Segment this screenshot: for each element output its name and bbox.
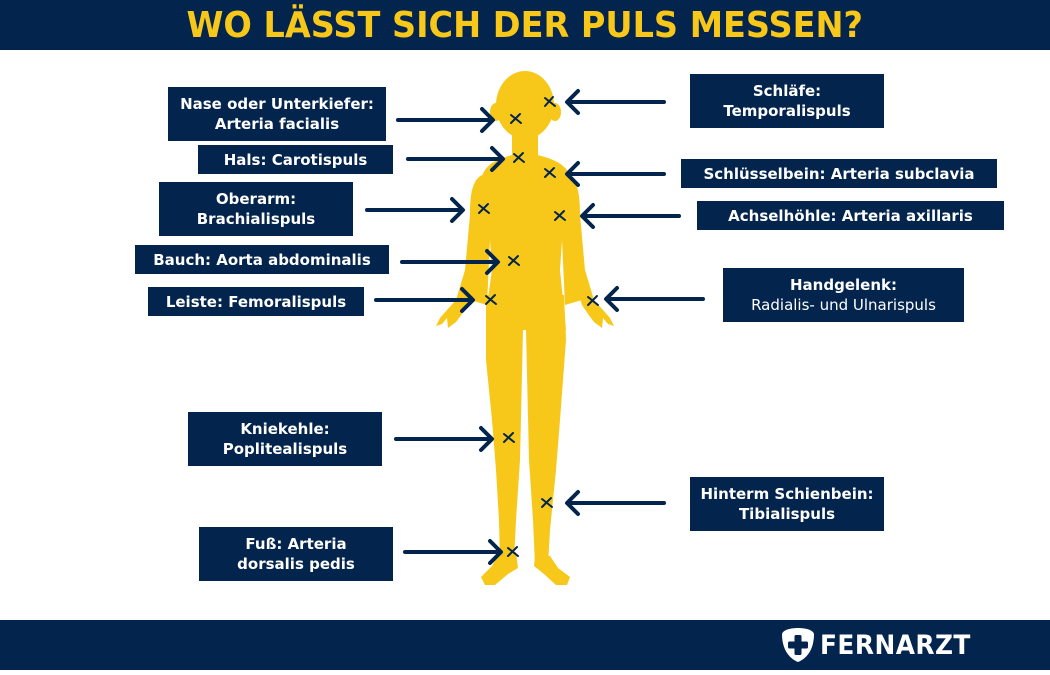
label-temporalispuls: Schläfe: Temporalispuls bbox=[690, 74, 884, 128]
label-femoralispuls: Leiste: Femoralispuls bbox=[148, 287, 364, 316]
label-line: Leiste: Femoralispuls bbox=[165, 292, 347, 311]
label-arteria-axillaris: Achselhöhle: Arteria axillaris bbox=[697, 201, 1004, 230]
label-line: Fuß: Arteria bbox=[245, 535, 347, 553]
label-line: Tibialispuls bbox=[738, 505, 836, 523]
label-line: Achselhöhle: Arteria axillaris bbox=[728, 206, 973, 225]
label-line: Brachialispuls bbox=[196, 210, 316, 228]
label-line: Bauch: Aorta abdominalis bbox=[153, 250, 371, 269]
label-line: Arteria facialis bbox=[214, 115, 340, 133]
label-carotispuls: Hals: Carotispuls bbox=[198, 145, 393, 174]
label-line: Handgelenk: bbox=[790, 276, 897, 294]
brand-logo: FERNARZT bbox=[780, 626, 984, 664]
label-line: dorsalis pedis bbox=[237, 555, 355, 573]
label-tibialispuls: Hinterm Schienbein: Tibialispuls bbox=[690, 477, 884, 531]
label-line: Temporalispuls bbox=[723, 102, 851, 120]
header-banner: WO LÄSST SICH DER PULS MESSEN? bbox=[0, 0, 1050, 50]
pulse-markers bbox=[478, 96, 599, 557]
footer-banner: FERNARZT bbox=[0, 620, 1050, 670]
label-line: Schlüsselbein: Arteria subclavia bbox=[703, 164, 975, 183]
brand-name: FERNARZT bbox=[820, 629, 971, 661]
label-line: Oberarm: bbox=[215, 190, 297, 208]
label-aorta-abdominalis: Bauch: Aorta abdominalis bbox=[135, 245, 389, 274]
label-line: Kniekehle: bbox=[240, 420, 330, 438]
shield-cross-icon bbox=[782, 628, 815, 662]
body-silhouette bbox=[436, 71, 614, 585]
label-brachialispuls: Oberarm: Brachialispuls bbox=[159, 182, 353, 236]
label-line: Radialis- und Ulnarispuls bbox=[751, 296, 936, 314]
label-dorsalis-pedis: Fuß: Arteria dorsalis pedis bbox=[199, 527, 393, 581]
label-line: Schläfe: bbox=[752, 82, 822, 100]
label-poplitealispuls: Kniekehle: Poplitealispuls bbox=[188, 412, 382, 466]
label-arteria-subclavia: Schlüsselbein: Arteria subclavia bbox=[681, 159, 997, 188]
label-radialis-ulnarispuls: Handgelenk: Radialis- und Ulnarispuls bbox=[723, 268, 964, 322]
label-line: Hinterm Schienbein: bbox=[700, 485, 874, 503]
pointer-arrows bbox=[365, 89, 705, 565]
label-arteria-facialis: Nase oder Unterkiefer: Arteria facialis bbox=[168, 87, 386, 141]
page-title: WO LÄSST SICH DER PULS MESSEN? bbox=[186, 4, 864, 46]
label-line: Nase oder Unterkiefer: bbox=[180, 95, 374, 113]
label-line: Hals: Carotispuls bbox=[223, 150, 368, 169]
label-line: Poplitealispuls bbox=[222, 440, 348, 458]
